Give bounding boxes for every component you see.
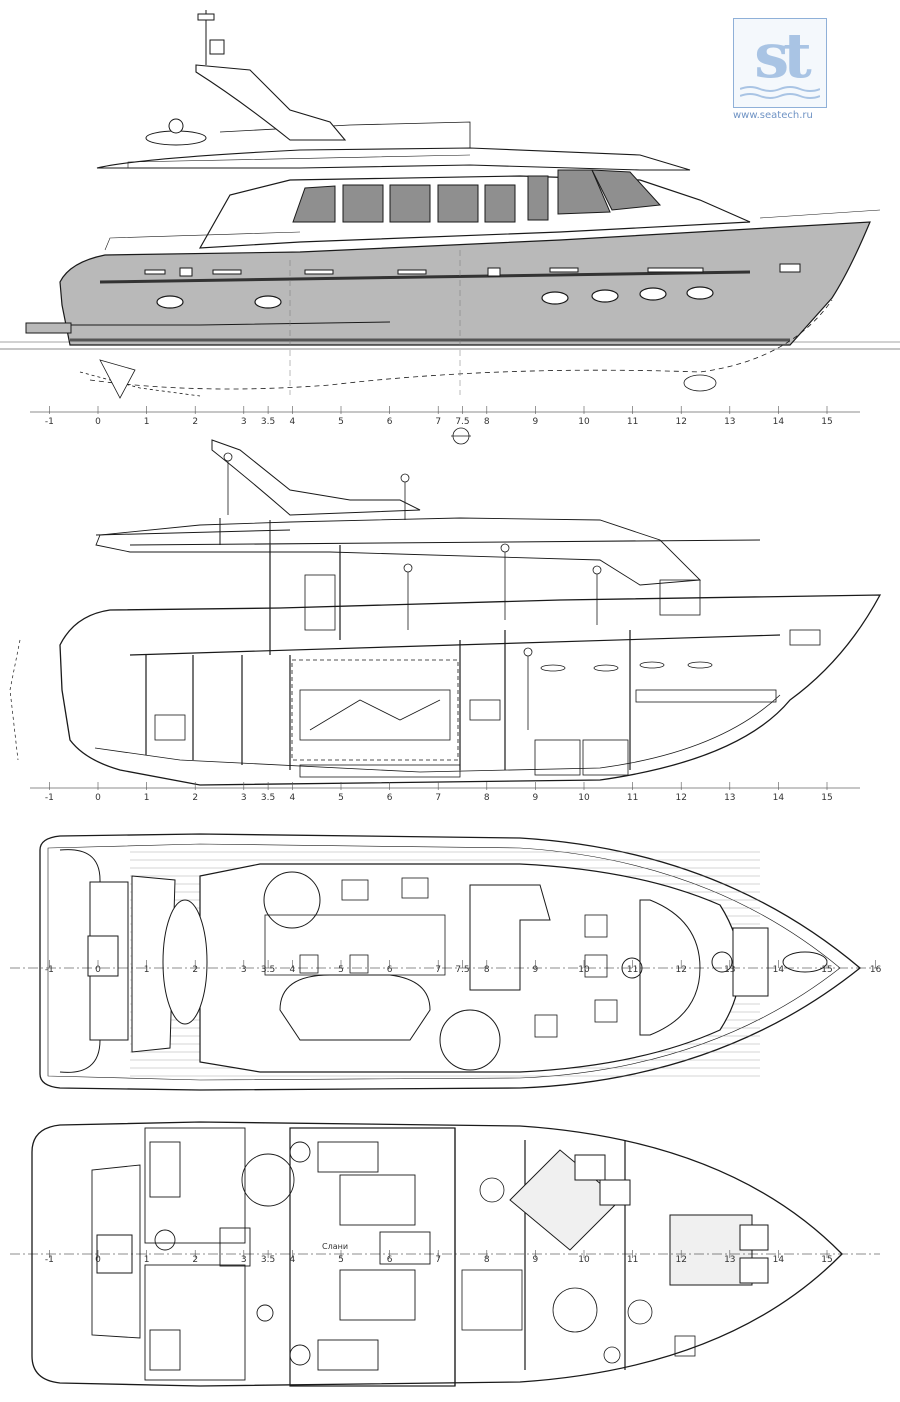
frame-number-label: 9 [533,965,539,975]
frame-number-label: 14 [773,1255,785,1265]
frame-number-label: 0 [95,965,101,975]
frame-number-label: 13 [724,965,735,975]
frame-number-label: 3 [241,417,247,427]
frame-number-label: 12 [675,417,686,427]
main-deck-plan [10,833,880,1091]
frame-number-label: 12 [675,1255,686,1265]
frame-number-label: 2 [192,793,198,803]
frame-number-label: 5 [338,965,344,975]
frame-number-label: 15 [821,965,832,975]
frame-number-label: 0 [95,793,101,803]
frame-number-label: 8 [484,417,490,427]
frame-number-label: 0 [95,1255,101,1265]
midship-symbol [451,427,471,445]
frame-number-label: 14 [773,965,785,975]
frame-number-label: -1 [45,1255,54,1265]
frame-number-label: 6 [387,965,393,975]
frame-number-label: 10 [578,793,590,803]
frame-number-label: -1 [45,417,54,427]
frame-number-label: 2 [192,1255,198,1265]
frame-number-label: 5 [338,793,344,803]
frame-number-label: 12 [675,965,686,975]
frame-number-label: 16 [870,965,882,975]
hull-portholes [156,286,714,309]
frame-number-label: 7 [435,417,441,427]
frame-number-label: 10 [578,965,590,975]
room-label-bilge: Слани [322,1242,348,1251]
frame-number-label: 9 [533,1255,539,1265]
frame-number-label: 1 [144,1255,150,1265]
frame-number-label: 8 [484,965,490,975]
frame-number-label: 4 [290,793,296,803]
flybridge [96,147,691,171]
frame-number-label: 3.5 [261,417,275,427]
frame-number-label: 13 [724,417,735,427]
logo-letters: st [754,19,812,92]
frame-number-label: 6 [387,417,393,427]
frame-number-label: 15 [821,793,832,803]
frame-number-label: 3.5 [261,793,275,803]
section-hull [59,594,882,786]
cabin-windows [292,169,662,223]
human-figures [223,452,602,730]
frame-number-label: 4 [290,1255,296,1265]
frame-number-label: 9 [533,417,539,427]
frame-number-label: 1 [144,417,150,427]
frame-number-label: 8 [484,1255,490,1265]
frame-number-label: 4 [290,965,296,975]
profile-view [0,10,900,413]
frame-number-label: 10 [578,417,590,427]
frame-number-label: 8 [484,793,490,803]
frame-number-label: 3.5 [261,965,275,975]
frame-number-label: 7.5 [455,965,469,975]
frame-number-label: 0 [95,417,101,427]
radar-arch [195,64,347,141]
frame-number-label: 3 [241,965,247,975]
frame-number-label: 4 [290,417,296,427]
frame-number-label: 1 [144,965,150,975]
frame-number-label: 14 [773,793,785,803]
frame-number-label: 11 [627,417,638,427]
frame-number-label: 11 [627,1255,638,1265]
frame-number-label: 3 [241,1255,247,1265]
frame-number-label: 11 [627,793,638,803]
frame-number-label: 13 [724,1255,735,1265]
frame-number-label: 7.5 [455,417,469,427]
frame-number-label: 14 [773,417,785,427]
frame-number-label: 7 [435,1255,441,1265]
frame-number-label: 13 [724,793,735,803]
section-view [9,439,882,789]
frame-number-label: 3 [241,793,247,803]
frame-number-label: 3.5 [261,1255,275,1265]
website-url: www.seatech.ru [733,110,813,121]
frame-number-label: 2 [192,417,198,427]
frame-number-label: 9 [533,793,539,803]
frame-number-label: 7 [435,965,441,975]
frame-number-label: 6 [387,793,393,803]
frame-number-label: 10 [578,1255,590,1265]
frame-number-label: 2 [192,965,198,975]
seatech-logo: st [733,18,827,108]
frame-number-label: 15 [821,417,832,427]
frame-number-label: 5 [338,1255,344,1265]
hull-side [59,221,871,346]
frame-number-label: 7 [435,793,441,803]
frame-number-label: 6 [387,1255,393,1265]
frame-number-label: -1 [45,793,54,803]
logo-waves-icon [740,86,820,99]
frame-number-label: 12 [675,793,686,803]
frame-number-label: -1 [45,965,54,975]
lower-deck-plan [10,1121,880,1387]
frame-number-label: 11 [627,965,638,975]
frame-number-label: 15 [821,1255,832,1265]
frame-number-label: 5 [338,417,344,427]
frame-number-label: 1 [144,793,150,803]
